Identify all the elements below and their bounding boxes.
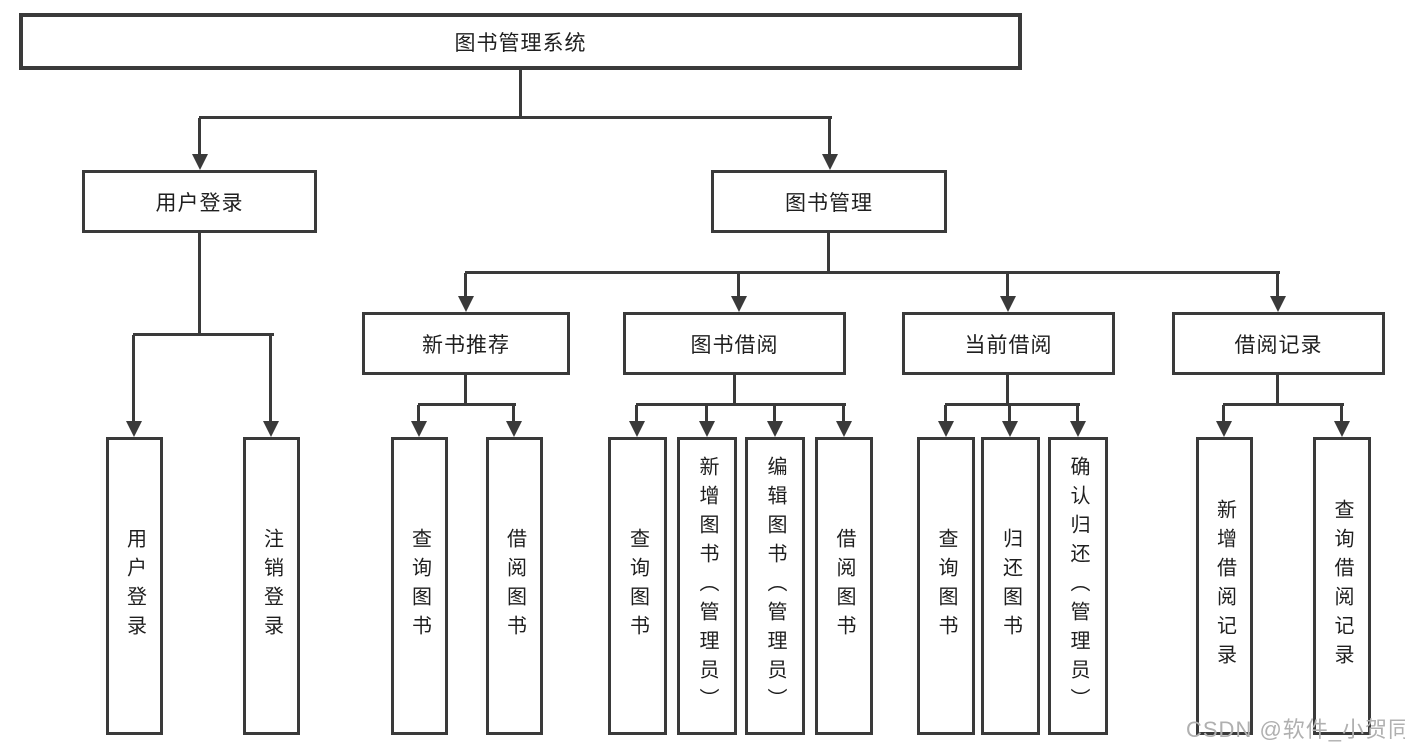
connector-groupA-drop: [464, 375, 467, 405]
connector-groupC-drop: [1006, 375, 1009, 405]
arrow-groupB-1: [635, 405, 638, 421]
arrow-to-current-borrow: [1006, 273, 1009, 296]
node-new-book-recommend: 新书推荐: [362, 312, 570, 375]
leaf-logout: 注销登录: [243, 437, 300, 735]
arrow-groupA-2: [512, 405, 515, 421]
leaf-borrow-books-a: 借阅图书: [486, 437, 543, 735]
connector-groupB-branch: [636, 403, 846, 406]
arrow-to-borrow-records: [1276, 273, 1279, 296]
node-user-login: 用户登录: [82, 170, 317, 233]
leaf-edit-books-admin: 编辑图书（管理员）: [745, 437, 805, 735]
arrow-to-book-borrow: [737, 273, 740, 296]
arrow-groupD-2: [1340, 405, 1343, 421]
leaf-user-login: 用户登录: [106, 437, 163, 735]
node-book-management: 图书管理: [711, 170, 947, 233]
arrow-to-book-management: [828, 118, 831, 154]
connector-root-drop: [519, 70, 522, 118]
arrow-groupB-4: [842, 405, 845, 421]
node-current-borrow: 当前借阅: [902, 312, 1115, 375]
connector-groupD-drop: [1276, 375, 1279, 405]
connector-root-branch: [199, 116, 832, 119]
leaf-return-books: 归还图书: [981, 437, 1040, 735]
connector-user-login-drop: [198, 233, 201, 335]
arrow-groupC-2: [1008, 405, 1011, 421]
arrow-to-user-login: [198, 118, 201, 154]
arrow-groupB-2: [705, 405, 708, 421]
leaf-query-books-b: 查询图书: [608, 437, 667, 735]
connector-groupC-branch: [945, 403, 1080, 406]
leaf-borrow-books-b: 借阅图书: [815, 437, 873, 735]
arrow-groupD-1: [1222, 405, 1225, 421]
node-book-borrow: 图书借阅: [623, 312, 846, 375]
arrow-groupA-1: [417, 405, 420, 421]
leaf-query-books-a: 查询图书: [391, 437, 448, 735]
arrow-to-leaf-logout: [269, 335, 272, 421]
leaf-confirm-return-admin: 确认归还（管理员）: [1048, 437, 1108, 735]
csdn-watermark: CSDN @软件_小贺同学: [1186, 717, 1405, 742]
leaf-add-books-admin: 新增图书（管理员）: [677, 437, 737, 735]
arrow-to-new-book-rec: [464, 273, 467, 296]
connector-book-mgmt-drop: [827, 233, 830, 273]
leaf-add-borrow-record: 新增借阅记录: [1196, 437, 1253, 735]
arrow-to-leaf-user-login: [132, 335, 135, 421]
leaf-query-borrow-record: 查询借阅记录: [1313, 437, 1371, 735]
leaf-query-books-c: 查询图书: [917, 437, 975, 735]
connector-groupD-branch: [1223, 403, 1344, 406]
connector-groupB-drop: [733, 375, 736, 405]
arrow-groupB-3: [773, 405, 776, 421]
node-library-system: 图书管理系统: [19, 13, 1022, 70]
node-borrow-records: 借阅记录: [1172, 312, 1385, 375]
connector-book-mgmt-branch: [465, 271, 1280, 274]
arrow-groupC-1: [944, 405, 947, 421]
arrow-groupC-3: [1076, 405, 1079, 421]
connector-groupA-branch: [418, 403, 516, 406]
connector-user-login-branch: [133, 333, 274, 336]
